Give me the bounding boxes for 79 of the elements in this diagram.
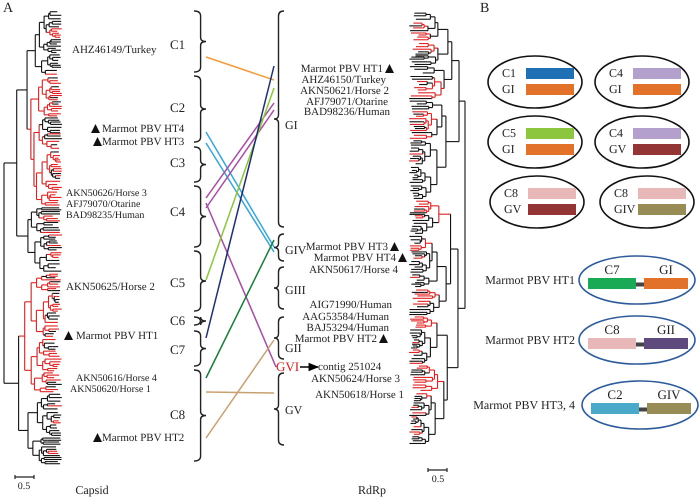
bar-label: C2 bbox=[606, 389, 624, 401]
connector-line bbox=[205, 88, 275, 280]
taxon-label: AIG71990/Human bbox=[310, 299, 392, 311]
taxon-label: BAJ53294/Human bbox=[306, 322, 389, 334]
connector-line bbox=[205, 66, 275, 338]
hybrid-label: Marmot PBV HT1 bbox=[485, 274, 575, 286]
taxon-label: Marmot PBV HT4 bbox=[314, 252, 396, 264]
connector-line bbox=[205, 240, 275, 378]
clade-label: C4 bbox=[170, 206, 186, 218]
panel-letter: A bbox=[3, 3, 14, 15]
arrow bbox=[300, 362, 320, 372]
bar-label: C7 bbox=[603, 264, 621, 276]
taxon-label: AKN50621/Horse 2 bbox=[300, 85, 389, 97]
taxon-label: Marmot PBV HT1 bbox=[300, 63, 383, 75]
bar-label: GIV bbox=[656, 389, 682, 401]
axis-title: Capsid bbox=[74, 484, 110, 496]
bar-label: C1 bbox=[502, 67, 516, 79]
taxon-label: AHZ46149/Turkey bbox=[72, 44, 157, 56]
genogroup-label: GIV bbox=[285, 244, 306, 256]
clade-label: C5 bbox=[170, 277, 186, 289]
clade-label: C7 bbox=[170, 344, 186, 356]
taxon-label: Marmot PBV HT4 bbox=[102, 123, 184, 135]
axis-title: RdRp bbox=[356, 484, 387, 496]
taxon-label: Marmot PBV HT2 bbox=[294, 333, 377, 345]
taxon-label: AKN50624/Horse 3 bbox=[311, 373, 400, 385]
bar-label: C4 bbox=[609, 67, 624, 79]
bar-label: GI bbox=[658, 264, 674, 276]
taxon-label: AFJ79070/Otarine bbox=[66, 199, 140, 211]
genogroup-label: GI bbox=[285, 119, 298, 131]
clade-label: C3 bbox=[170, 157, 186, 169]
bar-label: GIV bbox=[614, 203, 636, 215]
taxon-label: Marmot PBV HT1 bbox=[76, 330, 158, 342]
taxon-label: AKN50618/Horse 1 bbox=[315, 389, 404, 401]
taxon-label: AAG53584/Human bbox=[302, 311, 389, 323]
taxon-label: AKN50617/Horse 4 bbox=[309, 264, 398, 276]
taxon-label: AKN50625/Horse 2 bbox=[66, 281, 155, 293]
linker-bar bbox=[639, 408, 647, 412]
scale-label: 0.5 bbox=[430, 474, 446, 486]
panel-letter: B bbox=[480, 3, 490, 15]
taxon-label: Marmot PBV HT3 bbox=[102, 136, 184, 148]
connector-line bbox=[205, 340, 275, 438]
connector-line bbox=[205, 110, 275, 208]
clade-label: C1 bbox=[170, 39, 186, 51]
taxon-label: Marmot PBV HT3 bbox=[306, 241, 388, 253]
bar-label: C4 bbox=[609, 127, 624, 139]
bar-label: C8 bbox=[603, 324, 621, 336]
bar-label: C5 bbox=[502, 127, 516, 139]
connector-line bbox=[206, 56, 274, 81]
bar-label: GI bbox=[609, 83, 622, 95]
bar-label: GII bbox=[656, 324, 676, 336]
genogroup-label: GV bbox=[285, 404, 302, 416]
connector-line bbox=[205, 202, 277, 368]
genogroup-label: GII bbox=[285, 342, 302, 354]
bar-label: GI bbox=[502, 143, 515, 155]
genogroup-label: contig 251024 bbox=[318, 361, 382, 373]
taxon-label: AKN50620/Horse 1 bbox=[70, 384, 151, 396]
bar-label: C8 bbox=[504, 187, 518, 199]
hybrid-label: Marmot PBV HT3, 4 bbox=[473, 399, 575, 411]
scale-label: 0.5 bbox=[16, 481, 32, 493]
clade-label: C6 bbox=[170, 315, 186, 327]
taxon-label: AKN50616/Horse 4 bbox=[76, 373, 157, 385]
linker-bar bbox=[636, 282, 644, 286]
taxon-label: Marmot PBV HT2 bbox=[102, 432, 184, 444]
bar-label: C8 bbox=[614, 187, 628, 199]
connector-line bbox=[206, 391, 274, 394]
hybrid-label: Marmot PBV HT2 bbox=[485, 334, 575, 346]
taxon-label: BAD98236/Human bbox=[304, 106, 390, 118]
taxon-label: AKN50626/Horse 3 bbox=[66, 188, 147, 200]
clade-label: C2 bbox=[170, 102, 186, 114]
bar-label: GV bbox=[609, 143, 626, 155]
genogroup-label: GVI bbox=[276, 361, 300, 373]
bar-label: GI bbox=[502, 83, 515, 95]
bar-label: GV bbox=[504, 203, 522, 215]
linker-bar bbox=[636, 342, 644, 346]
taxon-label: AFJ79071/Otarine bbox=[306, 96, 388, 108]
clade-label: C8 bbox=[170, 409, 186, 421]
connector-line bbox=[205, 102, 275, 198]
genogroup-label: GIII bbox=[285, 284, 306, 296]
taxon-label: BAD98235/Human bbox=[66, 210, 144, 222]
